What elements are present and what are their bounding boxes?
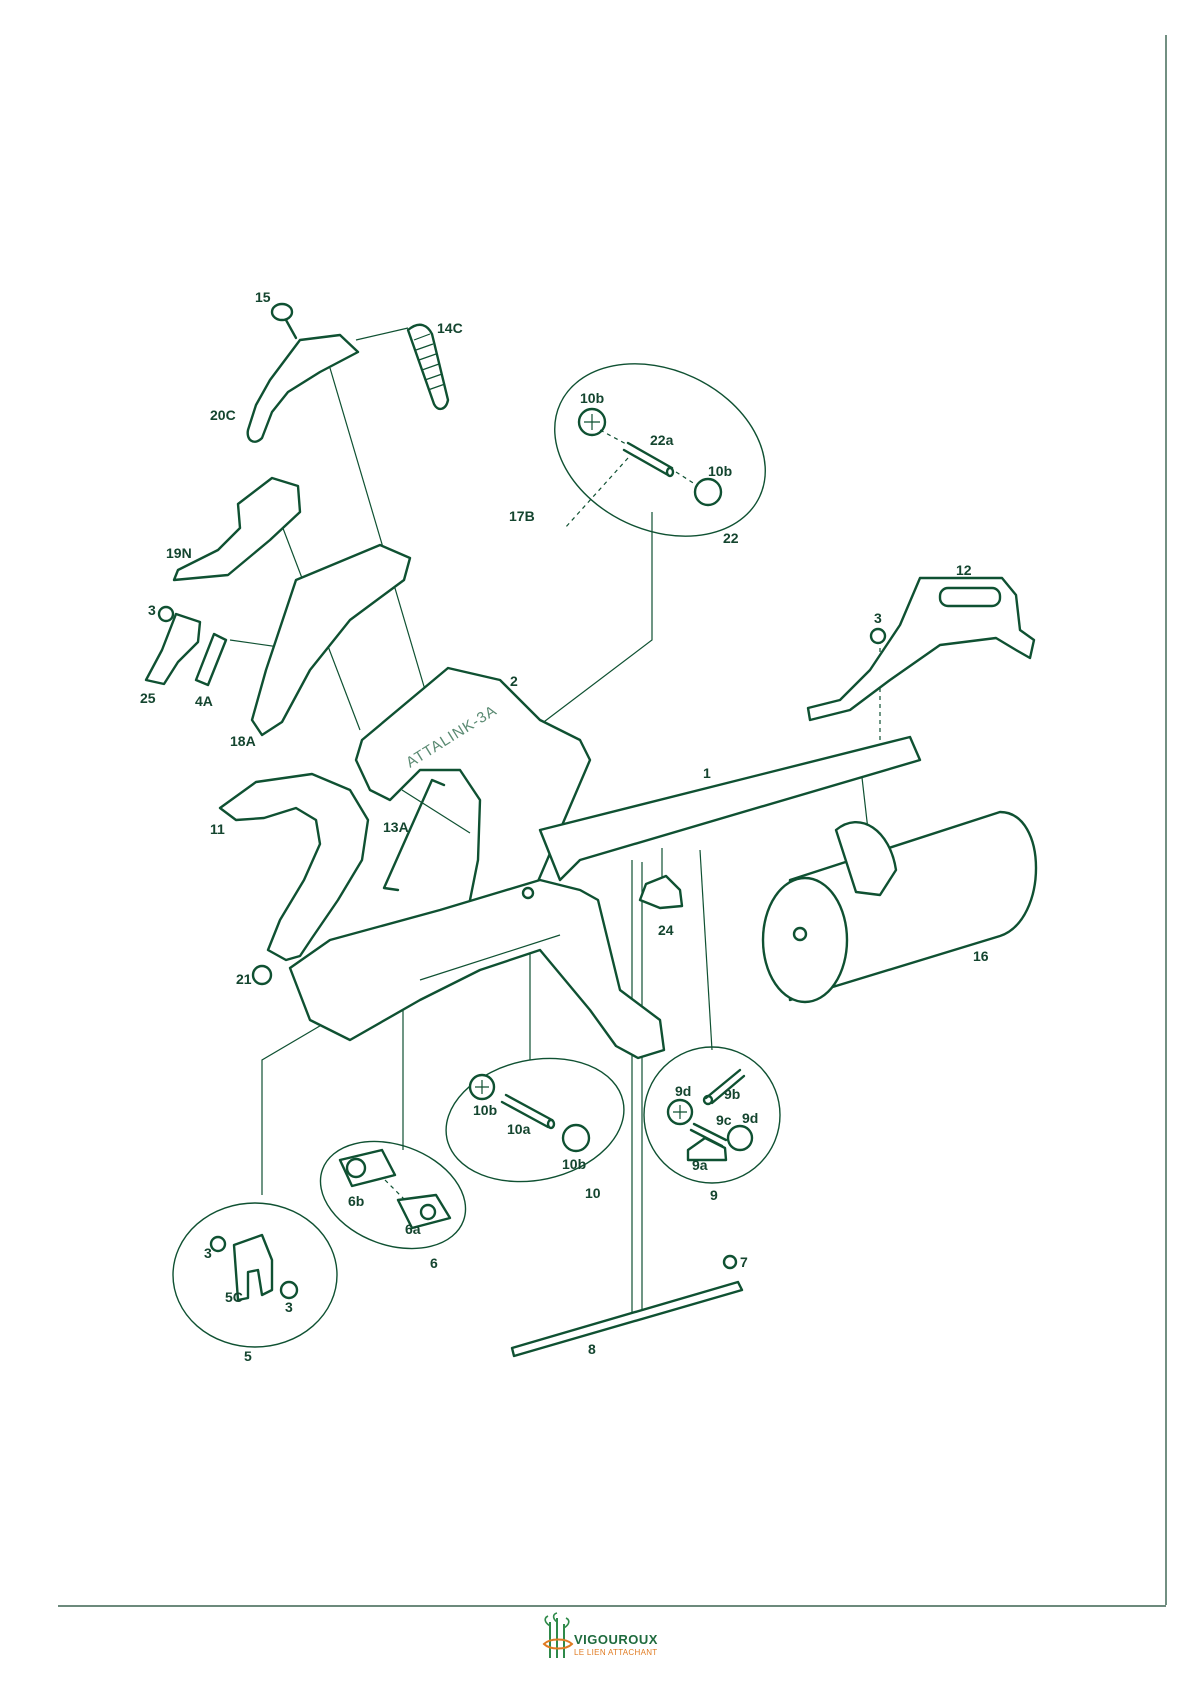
- label-11: 11: [210, 821, 225, 837]
- label-10b-2: 10b: [708, 463, 732, 479]
- part-21-screw: [253, 966, 271, 984]
- label-4a: 4A: [195, 693, 213, 709]
- part-4a-blade: [196, 634, 226, 685]
- group-10: [434, 1043, 635, 1198]
- part-11-jaw: [220, 774, 368, 960]
- label-10b-4: 10b: [562, 1156, 586, 1172]
- label-17b: 17B: [509, 508, 535, 524]
- label-5c: 5C: [225, 1289, 243, 1305]
- label-13a: 13A: [383, 819, 409, 835]
- label-3d: 3: [285, 1299, 293, 1315]
- label-3a: 3: [148, 602, 156, 618]
- part-3-screw-a: [159, 607, 173, 621]
- vine-icon: [540, 1612, 574, 1662]
- label-9b: 9b: [724, 1086, 740, 1102]
- part-20c-lever: [248, 335, 358, 442]
- part-2-head-plate: [356, 668, 590, 920]
- label-9a: 9a: [692, 1157, 708, 1173]
- part-1-lower-body: [290, 880, 664, 1058]
- part-10b-cap-4: [563, 1125, 589, 1151]
- label-6a: 6a: [405, 1221, 421, 1237]
- part-18a-plate: [252, 545, 410, 735]
- label-9c: 9c: [716, 1112, 732, 1128]
- label-9d-1: 9d: [675, 1083, 691, 1099]
- part-3-screw-c: [211, 1237, 225, 1251]
- label-24: 24: [658, 922, 674, 938]
- label-10b-3: 10b: [473, 1102, 497, 1118]
- label-3b: 3: [874, 610, 882, 626]
- label-22a: 22a: [650, 432, 674, 448]
- label-18a: 18A: [230, 733, 256, 749]
- part-9d-cap: [668, 1100, 692, 1124]
- brand-tagline: LE LIEN ATTACHANT: [574, 1648, 658, 1657]
- label-7: 7: [740, 1254, 748, 1270]
- label-22: 22: [723, 530, 739, 546]
- part-24-clip: [640, 876, 682, 908]
- part-19n-trigger: [174, 478, 300, 580]
- label-19n: 19N: [166, 545, 192, 561]
- label-6b: 6b: [348, 1193, 364, 1209]
- part-15-screw: [272, 304, 296, 338]
- label-8: 8: [588, 1341, 596, 1357]
- label-25: 25: [140, 690, 156, 706]
- label-3c: 3: [204, 1245, 212, 1261]
- label-14c: 14C: [437, 320, 463, 336]
- label-10b-1: 10b: [580, 390, 604, 406]
- label-10: 10: [585, 1185, 601, 1201]
- group-22: [526, 331, 793, 569]
- part-14c-spring: [408, 325, 448, 409]
- part-7-screw: [724, 1256, 736, 1268]
- group-5: [173, 1203, 337, 1347]
- part-9d-cap-2: [728, 1126, 752, 1150]
- label-9d-2: 9d: [742, 1110, 758, 1126]
- label-5: 5: [244, 1348, 252, 1364]
- part-25-clip: [146, 614, 200, 684]
- part-3-screw-d: [281, 1282, 297, 1298]
- label-15: 15: [255, 289, 271, 305]
- part-8-strip: [512, 1282, 742, 1356]
- group-9: [644, 1047, 780, 1183]
- brand-name: VIGOUROUX: [574, 1632, 658, 1647]
- label-10a: 10a: [507, 1121, 531, 1137]
- label-9: 9: [710, 1187, 718, 1203]
- label-16: 16: [973, 948, 989, 964]
- label-2: 2: [510, 673, 518, 689]
- part-16-tape-reel: [763, 812, 1036, 1002]
- label-20c: 20C: [210, 407, 236, 423]
- vigouroux-logo: VIGOUROUX LE LIEN ATTACHANT: [540, 1612, 670, 1662]
- label-6: 6: [430, 1255, 438, 1271]
- part-10b-cap-2: [695, 479, 721, 505]
- part-10b-cap-3: [470, 1075, 494, 1099]
- label-1: 1: [703, 765, 711, 781]
- label-21: 21: [236, 971, 252, 987]
- part-3-screw-b: [871, 629, 885, 643]
- label-12: 12: [956, 562, 972, 578]
